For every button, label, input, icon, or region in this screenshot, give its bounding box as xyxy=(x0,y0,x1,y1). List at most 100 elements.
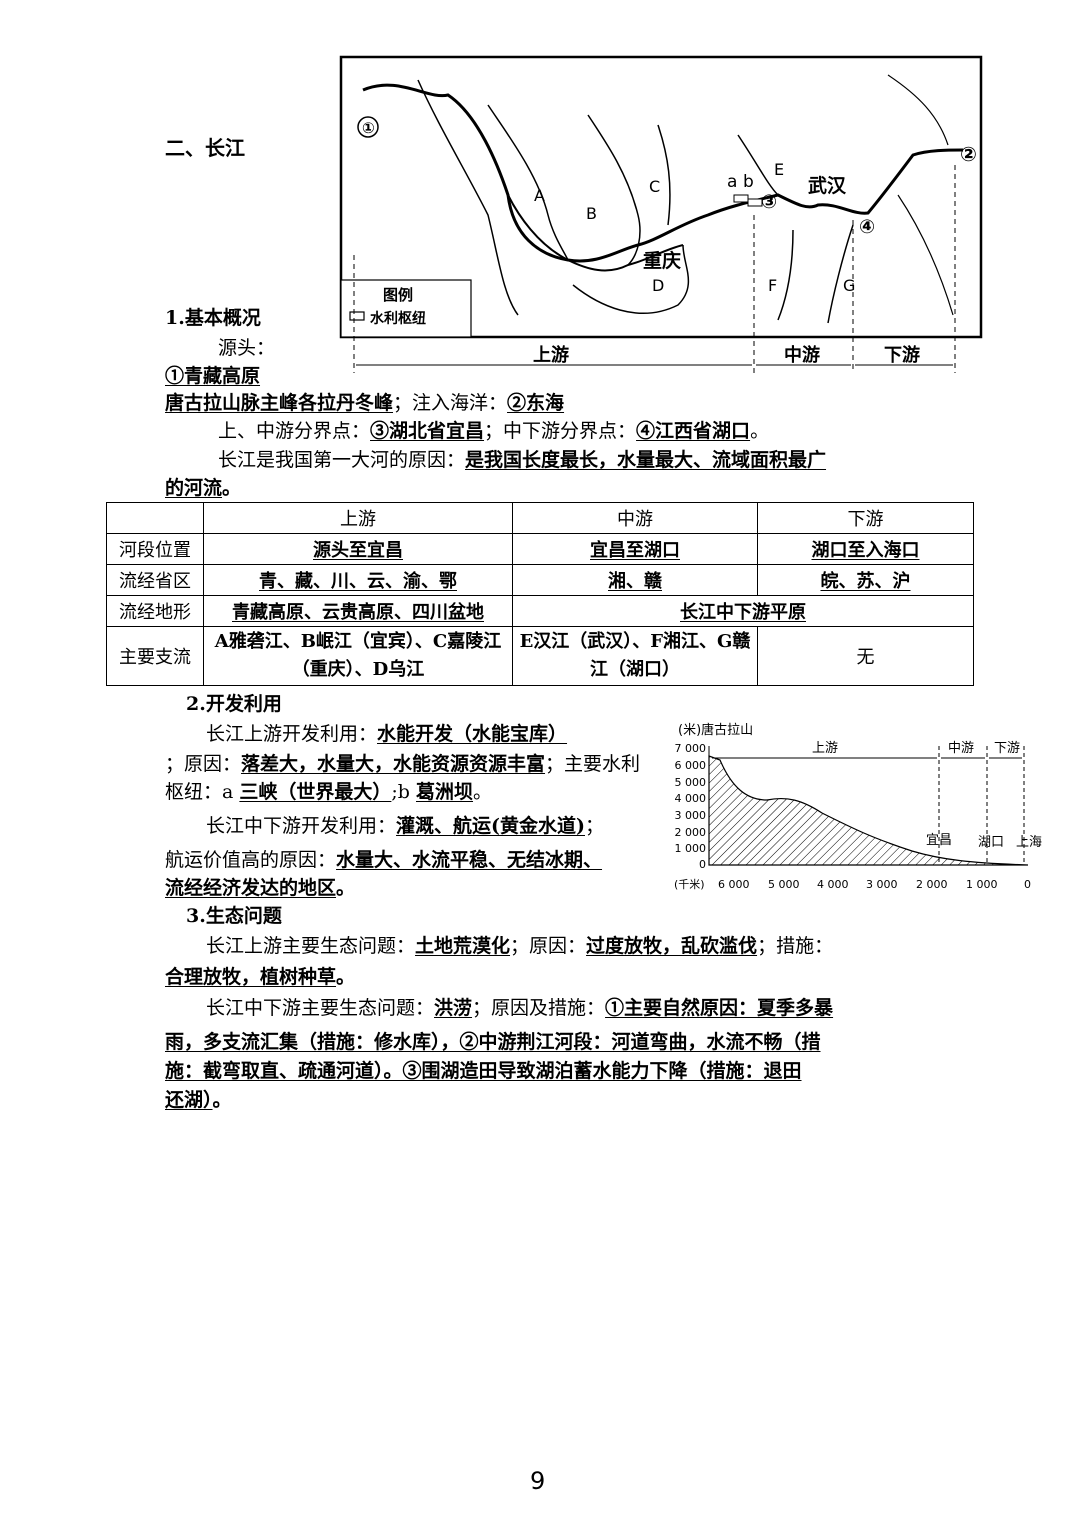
table-row: 主要支流 A雅砻江、B岷江（宜宾）、C嘉陵江（重庆）、D乌江 E汉江（武汉）、F… xyxy=(106,626,974,686)
eco-lower-line4: 还湖） xyxy=(165,1089,213,1111)
profile-seg-middle: 中游 xyxy=(948,741,974,756)
dev-hub-b: 葛洲坝 xyxy=(416,781,474,803)
profile-seg-lower: 下游 xyxy=(994,741,1020,756)
map-label-C: C xyxy=(649,177,660,196)
row-label: 河段位置 xyxy=(106,533,204,565)
ytick: 1 000 xyxy=(675,842,707,855)
profile-xlabel: (千米) xyxy=(674,878,705,891)
shipping-line: 航运价值高的原因：水量大、水流平稳、无结冰期、 xyxy=(165,848,602,872)
peak-line: 唐古拉山脉主峰各拉丹冬峰；注入海洋：②东海 xyxy=(165,391,564,415)
reason-value-1: 是我国长度最长，水量最大、流域面积最广 xyxy=(465,449,827,471)
map-label-E: E xyxy=(774,160,784,179)
eco-upper-prefix: 长江上游主要生态问题： xyxy=(206,935,416,957)
peak-value: 唐古拉山脉主峰各拉丹冬峰 xyxy=(165,392,394,414)
table-header-cell: 下游 xyxy=(757,502,974,534)
row-label: 流经地形 xyxy=(106,595,204,627)
overview-heading: 1.基本概况 xyxy=(165,307,261,329)
ytick: 5 000 xyxy=(675,776,707,789)
dev-lower-prefix: 长江中下游开发利用： xyxy=(206,815,397,837)
ytick: 2 000 xyxy=(675,826,707,839)
reason-value-2: 的河流 xyxy=(165,477,223,499)
xtick: 6 000 xyxy=(718,878,750,891)
map-label-wuhan: 武汉 xyxy=(808,175,847,197)
table-cell: 长江中下游平原 xyxy=(512,595,974,627)
table-cell: 湖口至入海口 xyxy=(757,533,974,565)
ytick: 7 000 xyxy=(675,742,707,755)
xtick: 1 000 xyxy=(966,878,998,891)
legend-title: 图例 xyxy=(383,286,413,304)
reason-line: 长江是我国第一大河的原因：是我国长度最长，水量最大、流域面积最广 xyxy=(218,448,826,472)
table-cell: 青藏高原、云贵高原、四川盆地 xyxy=(203,595,513,627)
dev-lower-value: 灌溉、航运(黄金水道) xyxy=(396,815,585,837)
eco-lower-problem: 洪涝 xyxy=(434,997,473,1019)
segment-middle: 中游 xyxy=(784,344,820,366)
source-value: ①青藏高原 xyxy=(165,365,261,387)
ecology-heading: 3.生态问题 xyxy=(186,905,282,927)
yangtze-map: 图例 水利枢纽 ① ② ③ ④ A B C D E F G a b 武汉 重庆 … xyxy=(338,55,986,384)
row-label: 流经省区 xyxy=(106,564,204,596)
shipping-value-1: 水量大、水流平稳、无结冰期、 xyxy=(336,849,603,871)
table-cell: 皖、苏、沪 xyxy=(757,564,974,596)
eco-lower-line2: 雨，多支流汇集（措施：修水库），②中游荆江河段：河道弯曲，水流不畅（措 xyxy=(165,1031,821,1053)
eco-lower-line1: ①主要自然原因：夏季多暴 xyxy=(605,997,834,1019)
development-heading: 2.开发利用 xyxy=(186,693,282,715)
dev-lower-line: 长江中下游开发利用：灌溉、航运(黄金水道)； xyxy=(206,814,604,838)
dev-reason-value: 落差大，水量大，水能资源资源丰富 xyxy=(241,753,546,775)
eco-upper-measure-line: 合理放牧，植树种草。 xyxy=(165,965,355,989)
xtick: 5 000 xyxy=(768,878,800,891)
profile-point-hukou: 湖口 xyxy=(978,835,1004,850)
xtick: 0 xyxy=(1024,878,1031,891)
profile-point-shanghai: 上海 xyxy=(1016,835,1042,850)
table-cell: E汉江（武汉）、F湘江、G赣江（湖口） xyxy=(512,626,758,686)
table-row: 流经省区 青、藏、川、云、渝、鄂 湘、赣 皖、苏、沪 xyxy=(106,564,974,596)
map-label-1: ① xyxy=(362,119,375,137)
eco-lower-prefix: 长江中下游主要生态问题： xyxy=(206,997,435,1019)
map-label-chongqing: 重庆 xyxy=(643,249,681,272)
table-cell: 无 xyxy=(757,626,974,686)
profile-seg-upper: 上游 xyxy=(812,741,838,756)
eco-lower-end: 。 xyxy=(212,1089,232,1111)
table-header-row: 上游 中游 下游 xyxy=(106,502,974,534)
map-label-4: ④ xyxy=(859,216,875,238)
profile-chart: (米)唐古拉山 7 000 6 000 5 000 4 000 3 000 2 … xyxy=(672,718,1042,900)
ytick: 0 xyxy=(699,858,706,871)
xtick: 2 000 xyxy=(916,878,948,891)
map-label-G: G xyxy=(843,276,855,295)
reason-line-2: 的河流。 xyxy=(165,476,241,500)
boundary2-value: ④江西省湖口 xyxy=(636,420,751,442)
dev-hub-end: 。 xyxy=(473,781,493,803)
table-cell: 宜昌至湖口 xyxy=(512,533,758,565)
table-header-cell: 中游 xyxy=(512,502,758,534)
dev-hub-label: ；主要水利枢纽：a xyxy=(165,753,641,803)
table-row: 河段位置 源头至宜昌 宜昌至湖口 湖口至入海口 xyxy=(106,533,974,565)
map-label-F: F xyxy=(768,276,777,295)
table-cell: A雅砻江、B岷江（宜宾）、C嘉陵江（重庆）、D乌江 xyxy=(203,626,513,686)
map-label-2: ② xyxy=(960,142,977,166)
segment-lower: 下游 xyxy=(884,344,920,366)
xtick: 3 000 xyxy=(866,878,898,891)
ytick: 6 000 xyxy=(675,759,707,772)
segment-upper: 上游 xyxy=(533,344,569,366)
shipping-line-2: 流经经济发达的地区。 xyxy=(165,876,355,900)
table-cell: 湘、赣 xyxy=(512,564,758,596)
eco-lower-label: ；原因及措施： xyxy=(472,997,606,1019)
eco-upper-measure-label: ；措施： xyxy=(757,935,834,957)
dev-upper-prefix: 长江上游开发利用： xyxy=(206,723,378,745)
eco-upper-reason-label: ；原因： xyxy=(510,935,587,957)
ocean-value: ②东海 xyxy=(507,392,565,414)
source-label: 源头： xyxy=(218,337,276,359)
ocean-label: ；注入海洋： xyxy=(393,392,508,414)
map-label-3: ③ xyxy=(761,191,777,213)
boundary1-value: ③湖北省宜昌 xyxy=(370,420,485,442)
reason-end: 。 xyxy=(222,477,242,499)
table-header-cell: 上游 xyxy=(203,502,513,534)
map-label-D: D xyxy=(652,276,664,295)
boundary-line: 上、中游分界点：③湖北省宜昌；中下游分界点：④江西省湖口。 xyxy=(218,419,769,443)
dev-reason-label: ；原因： xyxy=(165,753,242,775)
dev-upper-reason: ；原因：落差大，水量大，水能资源资源丰富；主要水利枢纽：a 三峡（世界最大）;b… xyxy=(165,750,655,806)
eco-lower-line: 长江中下游主要生态问题：洪涝；原因及措施：①主要自然原因：夏季多暴 xyxy=(206,996,833,1020)
ytick: 4 000 xyxy=(675,792,707,805)
reason-prefix: 长江是我国第一大河的原因： xyxy=(218,449,466,471)
legend-item: 水利枢纽 xyxy=(370,310,426,327)
table-cell: 青、藏、川、云、渝、鄂 xyxy=(203,564,513,596)
